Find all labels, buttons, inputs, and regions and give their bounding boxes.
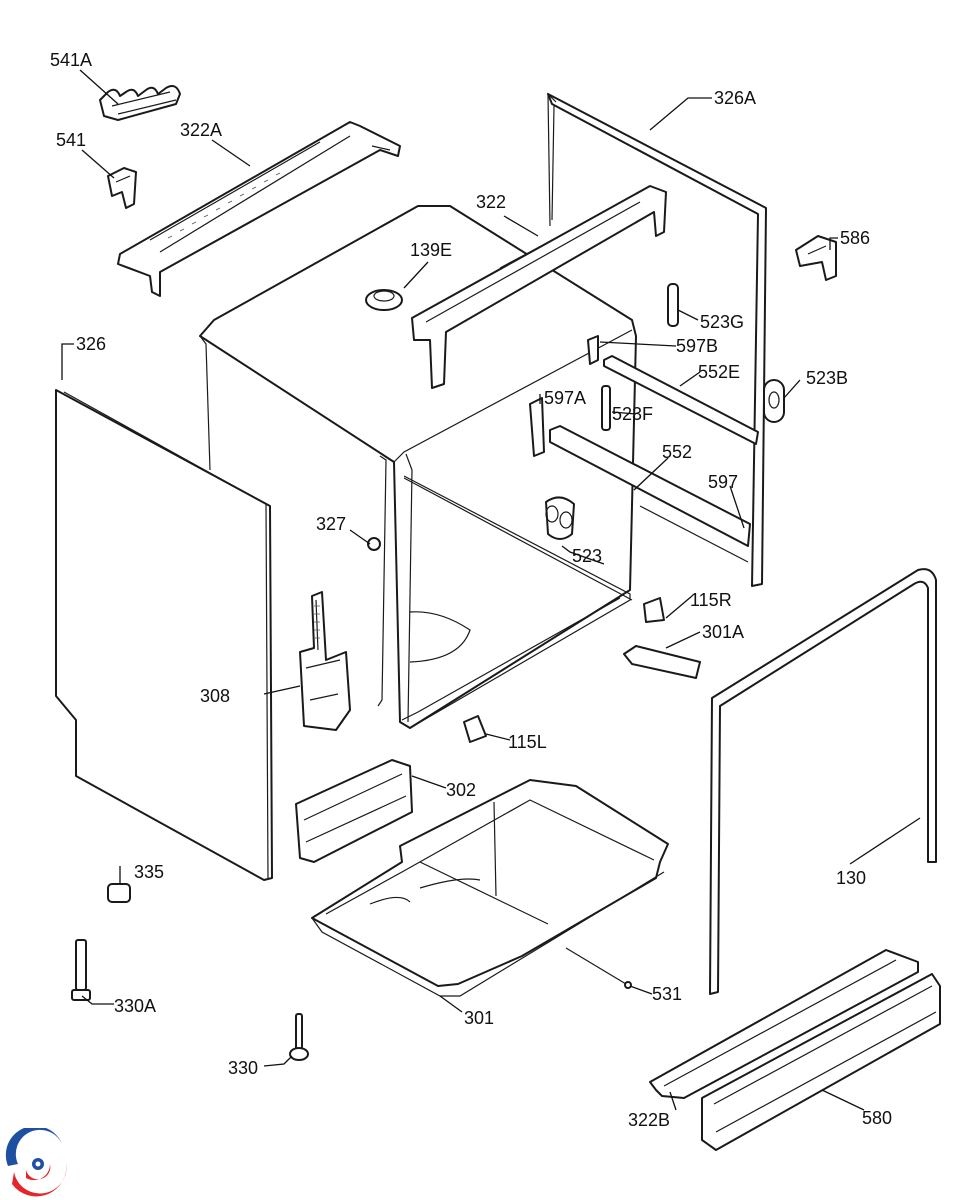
part-326A-right-side-panel (547, 92, 767, 587)
part-552E-upper-rail (603, 355, 759, 445)
callout-326: 326 (76, 334, 106, 354)
part-597A-clip (529, 397, 545, 457)
callout-326A: 326A (714, 88, 756, 108)
part-302-bracket (295, 759, 413, 863)
part-139E-cap (365, 289, 403, 311)
part-523F-strap (601, 385, 611, 431)
logo-red-inner (26, 1164, 51, 1181)
callout-115L: 115L (508, 732, 547, 752)
callout-523F: 523F (612, 404, 653, 424)
part-322A-front-rail (117, 121, 401, 297)
callout-523: 523 (572, 546, 602, 566)
part-552-lower-rail (549, 425, 751, 563)
callout-330A: 330A (114, 996, 156, 1016)
callout-541A: 541A (50, 50, 92, 70)
part-523G-strap (667, 283, 679, 327)
callout-531: 531 (652, 984, 682, 1004)
part-327-screw (367, 537, 381, 551)
part-541A-clip-set (99, 85, 181, 121)
part-301-base-frame (311, 779, 669, 997)
part-580-kick-plate (701, 973, 941, 1151)
logo-center-dot (35, 1161, 41, 1167)
callout-586: 586 (840, 228, 870, 248)
callout-580: 580 (862, 1108, 892, 1128)
part-523B-grommet (763, 379, 785, 423)
part-326-left-side-panel (55, 389, 273, 881)
callout-335: 335 (134, 862, 164, 882)
callout-552: 552 (662, 442, 692, 462)
part-330-screw (289, 1013, 309, 1061)
callout-308: 308 (200, 686, 230, 706)
callout-552E: 552E (698, 362, 740, 382)
callout-330: 330 (228, 1058, 258, 1078)
callout-597A: 597A (544, 388, 586, 408)
callout-523B: 523B (806, 368, 848, 388)
callout-327: 327 (316, 514, 346, 534)
leader-lines (61, 69, 921, 1111)
part-523-inlet-fitting (545, 496, 575, 540)
callout-322B: 322B (628, 1110, 670, 1130)
callout-130: 130 (836, 868, 866, 888)
brand-swirl-logo (5, 1128, 67, 1197)
part-130-door-gasket (709, 568, 937, 995)
part-330A-leveling-leg (71, 939, 91, 1001)
callout-597B: 597B (676, 336, 718, 356)
callout-541: 541 (56, 130, 86, 150)
callout-labels: 541A 541 322A 322 326A 586 139E 523G 597… (50, 50, 892, 1130)
part-308-hinge (299, 591, 351, 731)
callout-301: 301 (464, 1008, 494, 1028)
part-322-top-rail (411, 185, 667, 389)
part-531-rod (565, 947, 632, 989)
callout-139E: 139E (410, 240, 452, 260)
part-541-bracket (107, 167, 137, 209)
part-115R-clip (643, 597, 665, 623)
callout-115R: 115R (690, 590, 732, 610)
part-586-bracket (795, 235, 837, 281)
part-335-foot (107, 883, 131, 903)
callout-322A: 322A (180, 120, 222, 140)
part-322B-base-rail (649, 949, 919, 1099)
part-115L-clip (463, 715, 487, 743)
logo-blue-swirl (5, 1128, 62, 1166)
callout-301A: 301A (702, 622, 744, 642)
callout-322: 322 (476, 192, 506, 212)
callout-597: 597 (708, 472, 738, 492)
part-301A-cover (623, 645, 701, 679)
part-tub (199, 205, 637, 729)
part-597B-clip (587, 335, 599, 365)
callout-523G: 523G (700, 312, 744, 332)
callout-302: 302 (446, 780, 476, 800)
